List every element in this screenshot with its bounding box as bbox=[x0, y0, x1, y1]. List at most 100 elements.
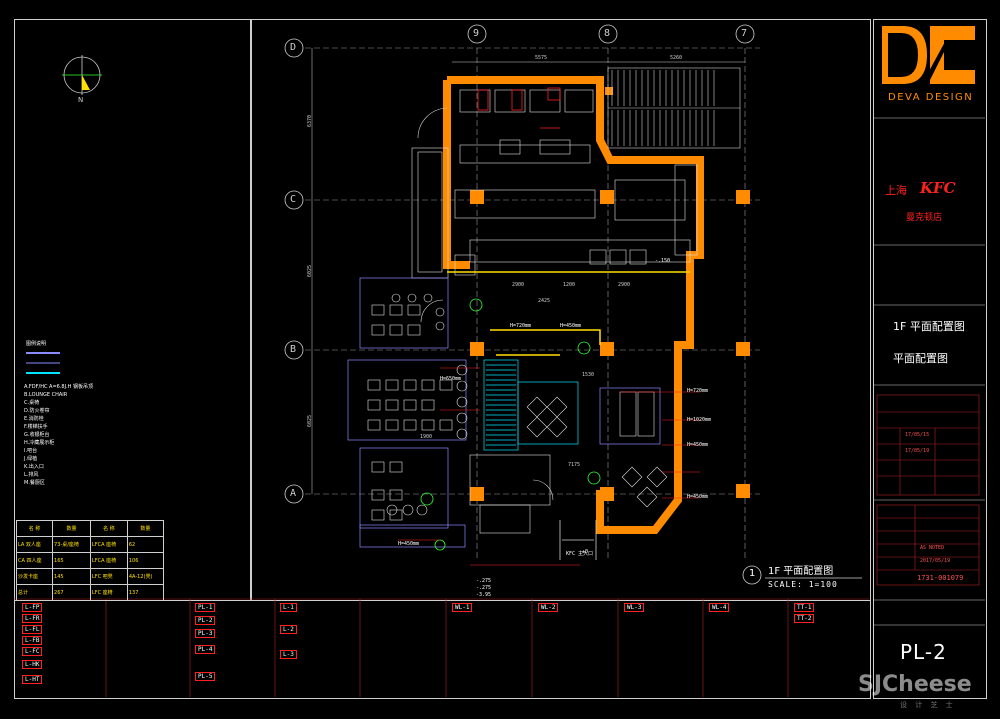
counters bbox=[447, 271, 690, 356]
legend-code: WL-3 bbox=[624, 603, 645, 612]
legend-code: PL-5 bbox=[195, 672, 216, 681]
tables-center bbox=[469, 391, 668, 534]
seat-cell: CA 四人座 bbox=[15, 552, 54, 569]
escalators bbox=[607, 67, 741, 149]
grid-label-col-7: 7 bbox=[741, 28, 748, 39]
grid-label-row-c: C bbox=[290, 194, 297, 205]
stairs bbox=[483, 359, 579, 451]
drawing-title-2: 平面配置图 bbox=[893, 352, 948, 365]
legend-item: M.餐厨区 bbox=[24, 480, 45, 486]
legend-code: L-1 bbox=[280, 603, 297, 612]
dim-left-1: 6370 bbox=[307, 114, 314, 128]
seat-cell: LA 双人座 bbox=[15, 536, 54, 553]
north-arrow bbox=[62, 55, 102, 95]
store-name: 曼克顿店 bbox=[906, 213, 943, 223]
seat-cell: 165 bbox=[52, 552, 91, 569]
grid-label-col-9: 9 bbox=[473, 28, 480, 39]
dim-top-2: 5260 bbox=[670, 55, 683, 61]
legend-code: WL-2 bbox=[538, 603, 559, 612]
entrance bbox=[559, 520, 597, 560]
height-note: H=450mm bbox=[560, 323, 582, 329]
sheet-code: PL-2 bbox=[900, 640, 947, 664]
level-mark: -.150 bbox=[655, 258, 671, 264]
seat-header: 名 称 bbox=[89, 520, 128, 537]
seating-west bbox=[347, 277, 467, 548]
kfc-logo: KFC bbox=[920, 179, 956, 197]
seat-cell: 4A-12(凳) bbox=[126, 568, 165, 585]
left-panel bbox=[14, 19, 252, 601]
seat-table: 名 称 数量 名 称 数量 LA 双人座 73-桌/座椅 LFCA 座椅 62 … bbox=[15, 520, 165, 601]
seat-cell: LFC 座椅 bbox=[89, 584, 128, 601]
dim-mid-5: 1900 bbox=[420, 434, 433, 440]
legend-code: WL-4 bbox=[709, 603, 730, 612]
legend-samples bbox=[26, 352, 60, 374]
seat-header: 数量 bbox=[126, 520, 165, 537]
legend-item: A.FDF/HC A=6.8J.H 钢板吊顶 bbox=[24, 384, 94, 390]
seat-header: 名 称 bbox=[15, 520, 54, 537]
legend-code: L-HK bbox=[22, 660, 43, 669]
doors bbox=[417, 107, 554, 501]
legend-code: L-FL bbox=[22, 625, 43, 634]
legend-code: PL-1 bbox=[195, 603, 216, 612]
legend-item: I.吧台 bbox=[24, 448, 38, 454]
seat-cell: 沙发卡座 bbox=[15, 568, 54, 585]
dim-mid-2: 1200 bbox=[563, 282, 576, 288]
client-city: 上海 bbox=[885, 184, 907, 197]
legend-code: PL-4 bbox=[195, 645, 216, 654]
grid-label-row-d: D bbox=[290, 42, 297, 53]
legend-code: PL-3 bbox=[195, 629, 216, 638]
watermark-text: SJCheese bbox=[858, 672, 972, 697]
dim-left-3: 6025 bbox=[307, 414, 314, 428]
caption-number: 1 bbox=[749, 568, 756, 579]
watermark-sub: 设 计 芝 士 bbox=[900, 701, 956, 709]
dim-left-2: 6025 bbox=[307, 264, 314, 278]
issue-date: 2017/05/19 bbox=[920, 558, 951, 564]
legend-code: L-3 bbox=[280, 650, 297, 659]
grid-label-row-a: A bbox=[290, 488, 297, 499]
rev-date: 17/05/15 bbox=[905, 432, 930, 438]
dim-mid-7: 1530 bbox=[582, 372, 595, 378]
tables-west bbox=[367, 304, 453, 521]
revision-table bbox=[876, 394, 980, 586]
dim-top-1: 5575 bbox=[535, 55, 548, 61]
annotations bbox=[398, 367, 700, 566]
seat-cell: LFCA 座椅 bbox=[89, 536, 128, 553]
grid-label-col-8: 8 bbox=[604, 28, 611, 39]
legend-code: PL-2 bbox=[195, 616, 216, 625]
height-note: H=450mm bbox=[687, 494, 709, 500]
legend-item: G.收银柜台 bbox=[24, 432, 50, 438]
dimension-lines bbox=[311, 48, 745, 494]
seat-cell: 137 bbox=[126, 584, 165, 601]
entrance-label: KFC 主入口 bbox=[566, 551, 594, 557]
legend-item: H.冷藏展示柜 bbox=[24, 440, 55, 446]
level-mark: -.275 bbox=[476, 585, 492, 591]
legend-item: K.出入口 bbox=[24, 464, 44, 470]
legend-list: A.FDF/HC A=6.8J.H 钢板吊顶 B.LOUNGE CHAIR C.… bbox=[24, 383, 93, 487]
title-block-frame bbox=[873, 19, 987, 699]
seat-cell: 145 bbox=[52, 568, 91, 585]
chairs-west bbox=[386, 293, 468, 516]
legend-code: TT-1 bbox=[794, 603, 815, 612]
dim-mid-4: 2425 bbox=[538, 298, 551, 304]
height-note: H=720mm bbox=[687, 388, 709, 394]
height-note: H=450mm bbox=[398, 541, 420, 547]
legend-item: C.桌椅 bbox=[24, 400, 40, 406]
legend-code: L-FC bbox=[22, 647, 43, 656]
dim-mid-3: 2900 bbox=[618, 282, 631, 288]
legend-item: L.排风 bbox=[24, 472, 39, 478]
level-mark: -.275 bbox=[476, 578, 492, 584]
legend-code: TT-2 bbox=[794, 614, 815, 623]
legend-code: WL-1 bbox=[452, 603, 473, 612]
height-note: H=650mm bbox=[440, 376, 462, 382]
seat-cell: 62 bbox=[126, 536, 165, 553]
height-note: H=1020mm bbox=[687, 417, 712, 423]
seat-cell: 106 bbox=[126, 552, 165, 569]
legend-code: L-FB bbox=[22, 636, 43, 645]
seat-cell: 73-桌/座椅 bbox=[52, 536, 91, 553]
brand-name: DEVA DESIGN bbox=[888, 92, 974, 103]
legend-item: F.楼梯扶手 bbox=[24, 424, 48, 430]
legend-item: E.消防栓 bbox=[24, 416, 44, 422]
dim-mid-1: 2900 bbox=[512, 282, 525, 288]
legend-code: L-2 bbox=[280, 625, 297, 634]
